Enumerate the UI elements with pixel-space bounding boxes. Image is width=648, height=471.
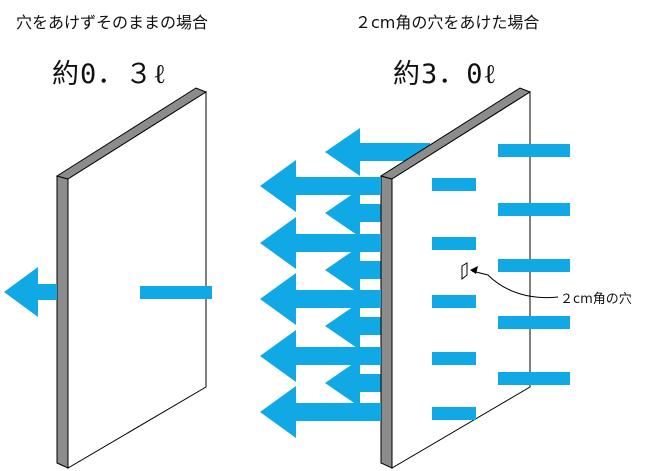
right-back-arrows <box>325 128 430 407</box>
face-bar <box>432 295 476 308</box>
back-arrow <box>325 302 430 350</box>
incoming-bar <box>498 372 570 385</box>
hole-leader-line <box>471 270 559 299</box>
left-air-arrow <box>4 267 57 317</box>
leader-arrowhead <box>470 266 478 274</box>
face-bar <box>432 178 476 191</box>
right-board <box>379 87 532 469</box>
right-face-bars-left <box>432 178 476 420</box>
right-amount: 約3．0ℓ <box>393 59 498 90</box>
front-arrow <box>260 273 381 325</box>
front-arrow <box>260 386 381 438</box>
left-incoming-bar <box>140 286 212 299</box>
left-caption: 穴をあけずそのままの場合 <box>16 13 209 32</box>
left-board-face <box>67 91 207 469</box>
right-caption: ２cm角の穴をあけた場合 <box>355 13 540 32</box>
front-arrow <box>260 217 381 269</box>
front-arrow <box>260 160 381 212</box>
incoming-bar <box>498 259 570 272</box>
left-board-edge <box>56 175 69 469</box>
hole-label: ２cm角の穴 <box>560 292 632 307</box>
left-amount: 約0．３ℓ <box>52 59 168 90</box>
back-arrow <box>325 128 430 176</box>
right-board-edge <box>380 175 393 469</box>
left-board <box>55 87 208 469</box>
front-arrow <box>260 330 381 382</box>
hole-square <box>461 262 468 281</box>
right-front-arrows <box>260 160 381 438</box>
back-arrow <box>325 359 430 407</box>
incoming-bar <box>498 316 570 329</box>
incoming-bar <box>498 203 570 216</box>
back-arrow <box>325 189 430 237</box>
incoming-bar <box>498 144 570 157</box>
back-arrow <box>325 246 430 294</box>
face-bar <box>432 407 476 420</box>
face-bar <box>432 237 476 250</box>
right-incoming-bars <box>498 144 570 385</box>
right-board-face <box>391 91 531 469</box>
face-bar <box>432 352 476 365</box>
